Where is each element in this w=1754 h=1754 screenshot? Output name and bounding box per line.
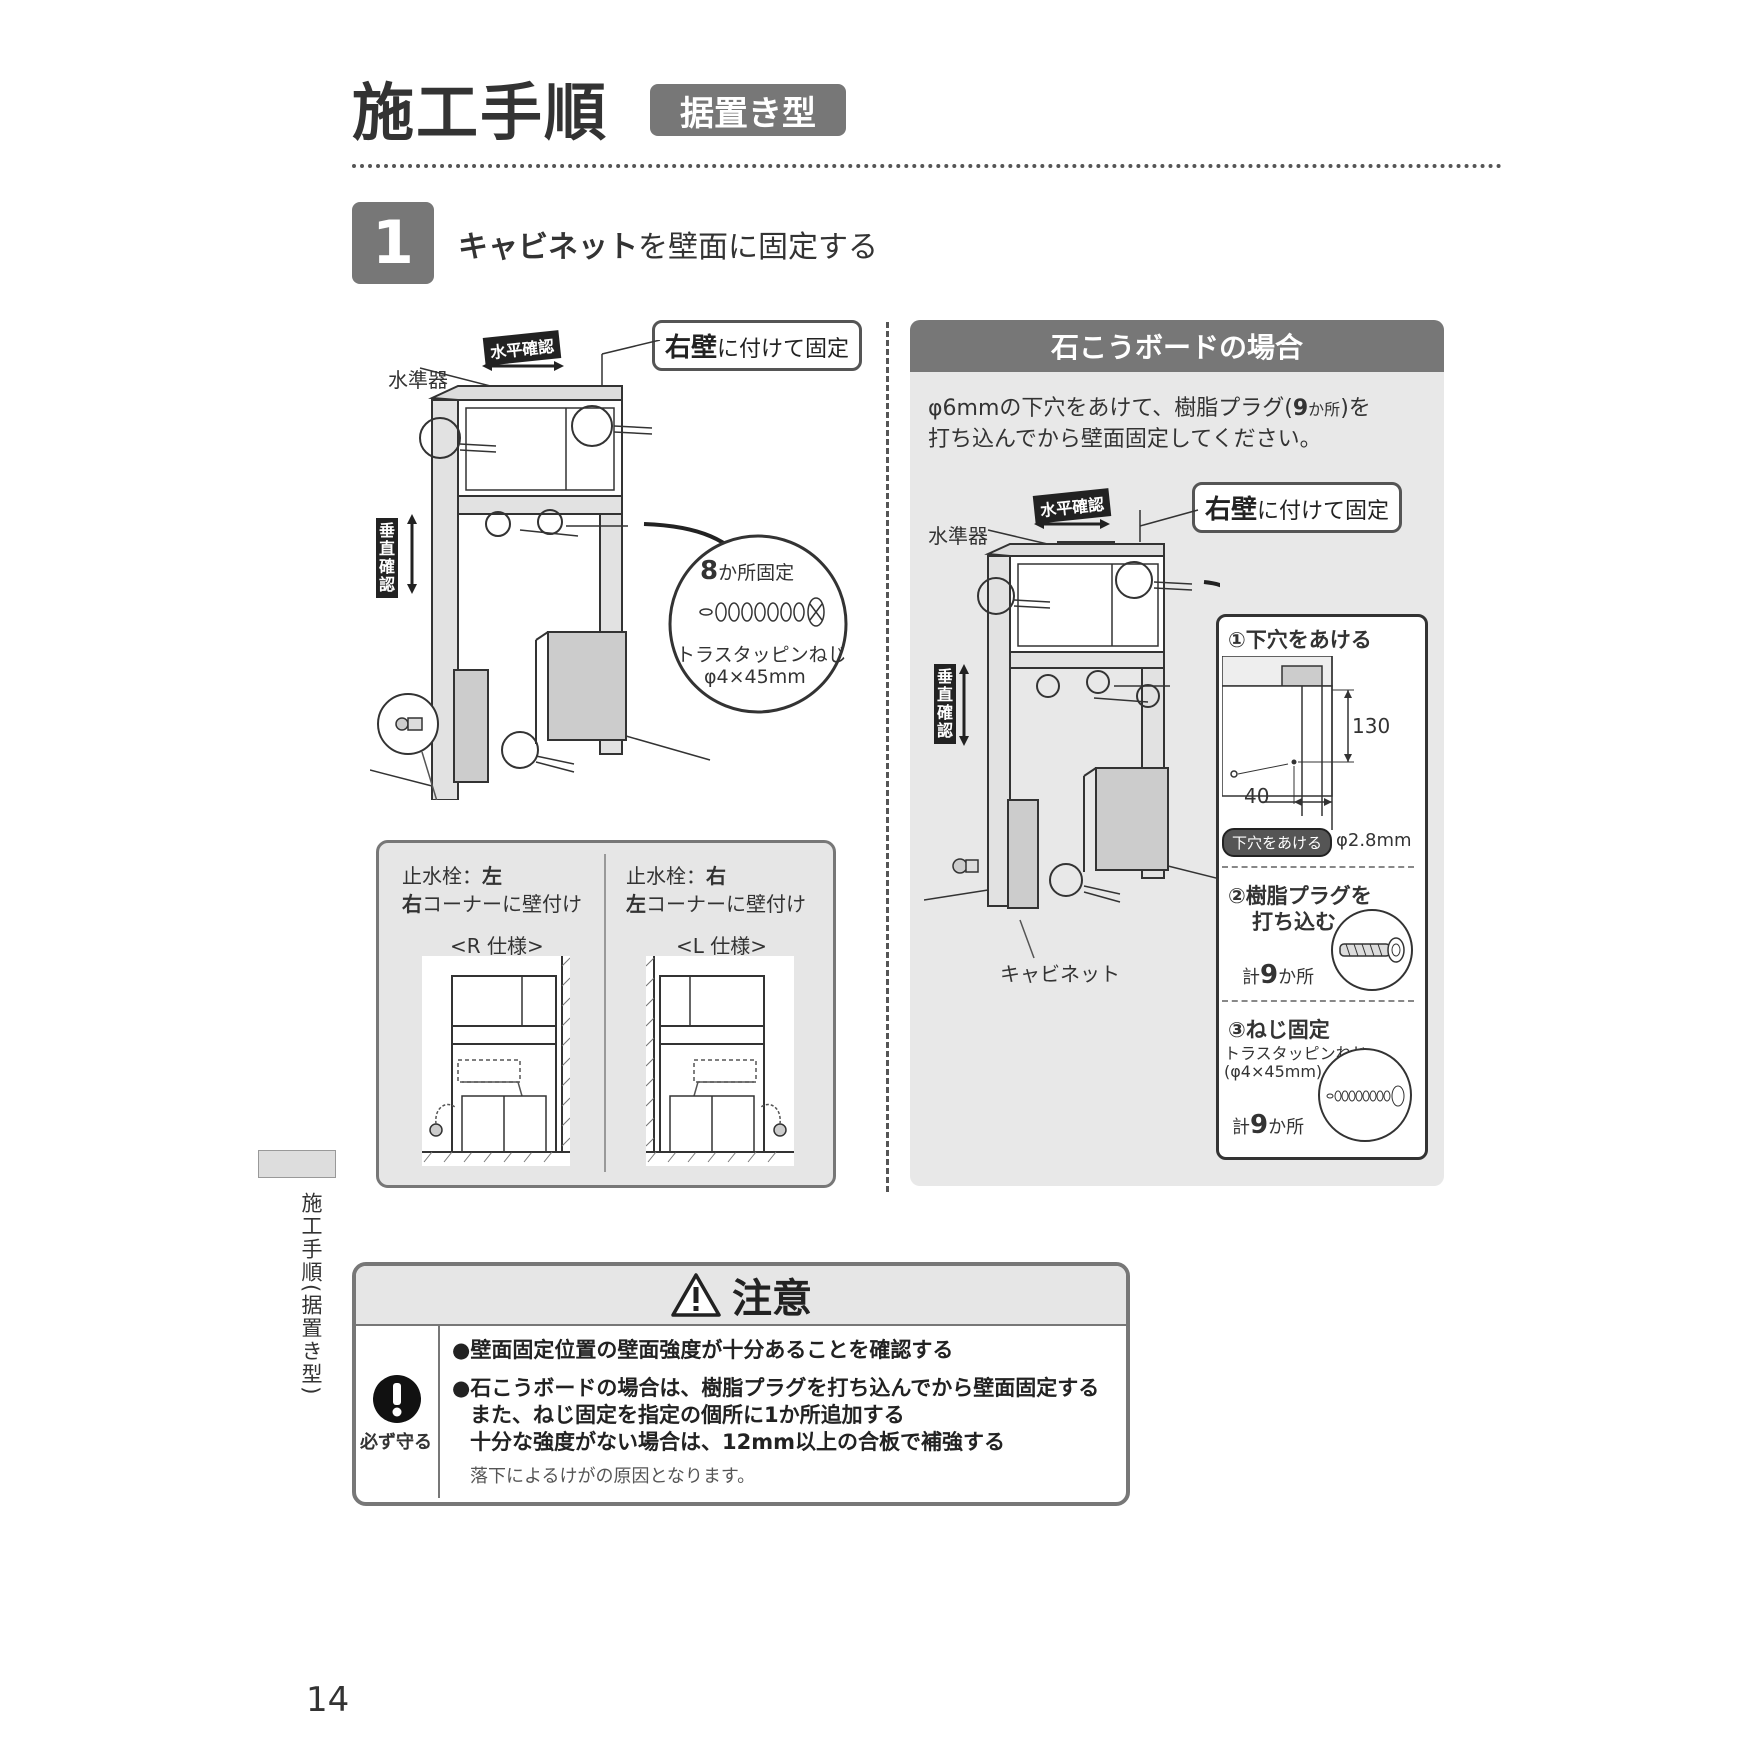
sub3-screw: トラスタッピンねじ <box>1224 1044 1368 1063</box>
spec-l-line1: 止水栓：右 <box>626 860 726 889</box>
sub3-size: (φ4×45mm) <box>1224 1062 1323 1081</box>
spec-r-line1: 止水栓：左 <box>402 860 502 889</box>
caution-line-1: ●壁面固定位置の壁面強度が十分あることを確認する <box>452 1338 954 1362</box>
screw-detail-circle <box>668 534 848 714</box>
spec-l-line2: 左コーナーに壁付け <box>626 888 806 917</box>
type-badge: 据置き型 <box>650 84 846 136</box>
step-title: キャビネットを壁面に固定する <box>458 222 878 266</box>
spec-r-caption: <R 仕様> <box>450 934 544 958</box>
gypsum-text-1b: 9 <box>1292 396 1309 421</box>
sub2-count-num: 9 <box>1260 960 1279 990</box>
sidebar-label: 施工手順(据置き型) <box>299 1192 323 1397</box>
callout-rest: に付けて固定 <box>717 337 850 362</box>
column-divider <box>886 322 889 1192</box>
drill-size: φ2.8mm <box>1336 830 1412 851</box>
gypsum-text-line1: φ6mmの下穴をあけて、樹脂プラグ(9か所)を <box>928 394 1371 425</box>
screw-name: トラスタッピンねじ <box>676 644 847 666</box>
steps-divider-1 <box>1222 866 1414 868</box>
gypsum-text-1a: φ6mmの下穴をあけて、樹脂プラグ( <box>928 396 1293 421</box>
gypsum-text-line2: 打ち込んでから壁面固定してください。 <box>928 427 1322 452</box>
sub2-count-suffix: か所 <box>1278 967 1315 988</box>
spec-r-line2-bold: 右 <box>402 892 422 916</box>
caution-line-4: 十分な強度がない場合は、12mm以上の合板で補強する <box>470 1430 1005 1454</box>
step-number: 1 <box>352 202 434 284</box>
spec-l-line2-rest: コーナーに壁付け <box>646 892 806 916</box>
gypsum-callout-bold: 右壁 <box>1205 495 1258 525</box>
caution-icon-column <box>356 1326 440 1498</box>
sub2-count-prefix: 計 <box>1242 967 1260 988</box>
screw-detail-circle-right <box>1318 1048 1412 1142</box>
l-spec-drawing <box>646 956 794 1166</box>
gypsum-text-1c: か所 <box>1308 400 1341 419</box>
caution-title: 注意 <box>732 1276 812 1322</box>
sidebar-marker <box>258 1150 336 1178</box>
caution-line-2: ●石こうボードの場合は、樹脂プラグを打ち込んでから壁面固定する <box>452 1376 1100 1400</box>
screw-count-rest: か所固定 <box>718 562 795 584</box>
sub3-count-suffix: か所 <box>1268 1117 1305 1138</box>
spec-divider <box>604 854 606 1172</box>
gypsum-level-label: 水準器 <box>928 524 988 548</box>
r-spec-drawing <box>422 956 570 1166</box>
spec-r-line1-prefix: 止水栓： <box>402 864 482 888</box>
sub2-count: 計9か所 <box>1242 960 1314 990</box>
gypsum-vertical-tag: 垂直確認 <box>934 664 956 744</box>
gypsum-heading: 石こうボードの場合 <box>910 320 1444 372</box>
sub3-count-num: 9 <box>1250 1110 1269 1140</box>
step-title-rest: を壁面に固定する <box>638 230 878 265</box>
sub2-title-2: 打ち込む <box>1252 910 1336 934</box>
step-title-bold: キャビネット <box>458 230 638 265</box>
mandatory-icon <box>373 1375 421 1423</box>
spec-l-line1-bold: 右 <box>706 864 726 888</box>
sub1-title: ①下穴をあける <box>1228 628 1372 652</box>
caution-header: 注意 <box>356 1266 1126 1326</box>
dim-40: 40 <box>1244 784 1270 808</box>
spec-r-line1-bold: 左 <box>482 864 502 888</box>
drill-tag: 下穴をあける <box>1222 828 1333 857</box>
sub2-title-1: ②樹脂プラグを <box>1228 884 1372 908</box>
screw-size: φ4×45mm <box>704 666 806 688</box>
screw-count: 8か所固定 <box>700 556 794 586</box>
spec-l-caption: <L 仕様> <box>676 934 768 958</box>
plug-detail-circle <box>1331 909 1413 991</box>
page-title: 施工手順 <box>352 76 609 149</box>
gypsum-text-1d: )を <box>1340 396 1371 421</box>
spec-l-line1-prefix: 止水栓： <box>626 864 706 888</box>
gypsum-callout-rest: に付けて固定 <box>1257 499 1390 524</box>
dim-130: 130 <box>1352 714 1391 738</box>
steps-divider-2 <box>1222 1000 1414 1002</box>
sub3-title: ③ねじ固定 <box>1228 1018 1330 1042</box>
callout-bold: 右壁 <box>665 333 718 363</box>
screw-count-num: 8 <box>700 556 719 586</box>
sub3-count-prefix: 計 <box>1232 1117 1250 1138</box>
must-follow-label: 必ず守る <box>360 1432 432 1453</box>
vertical-check-tag: 垂直確認 <box>376 518 398 598</box>
gypsum-right-wall-callout: 右壁に付けて固定 <box>1192 482 1403 533</box>
right-wall-callout: 右壁に付けて固定 <box>652 320 863 371</box>
caution-line-3: また、ねじ固定を指定の個所に1か所追加する <box>470 1403 905 1427</box>
spec-l-line2-bold: 左 <box>626 892 646 916</box>
cabinet-illustration-left <box>370 340 752 800</box>
sub3-count: 計9か所 <box>1232 1110 1304 1140</box>
cabinet-illustration-right <box>924 509 1220 959</box>
cabinet-label: キャビネット <box>1000 962 1120 986</box>
spec-r-line2-rest: コーナーに壁付け <box>422 892 582 916</box>
gypsum-instructions: φ6mmの下穴をあけて、樹脂プラグ(9か所)を 打ち込んでから壁面固定してくださ… <box>928 394 1371 455</box>
warning-icon <box>671 1273 721 1317</box>
page-number: 14 <box>306 1680 350 1720</box>
caution-note: 落下によるけがの原因となります。 <box>470 1466 756 1487</box>
drill-position-drawing <box>1222 656 1418 830</box>
header-divider <box>352 164 1502 168</box>
spec-r-line2: 右コーナーに壁付け <box>402 888 582 917</box>
